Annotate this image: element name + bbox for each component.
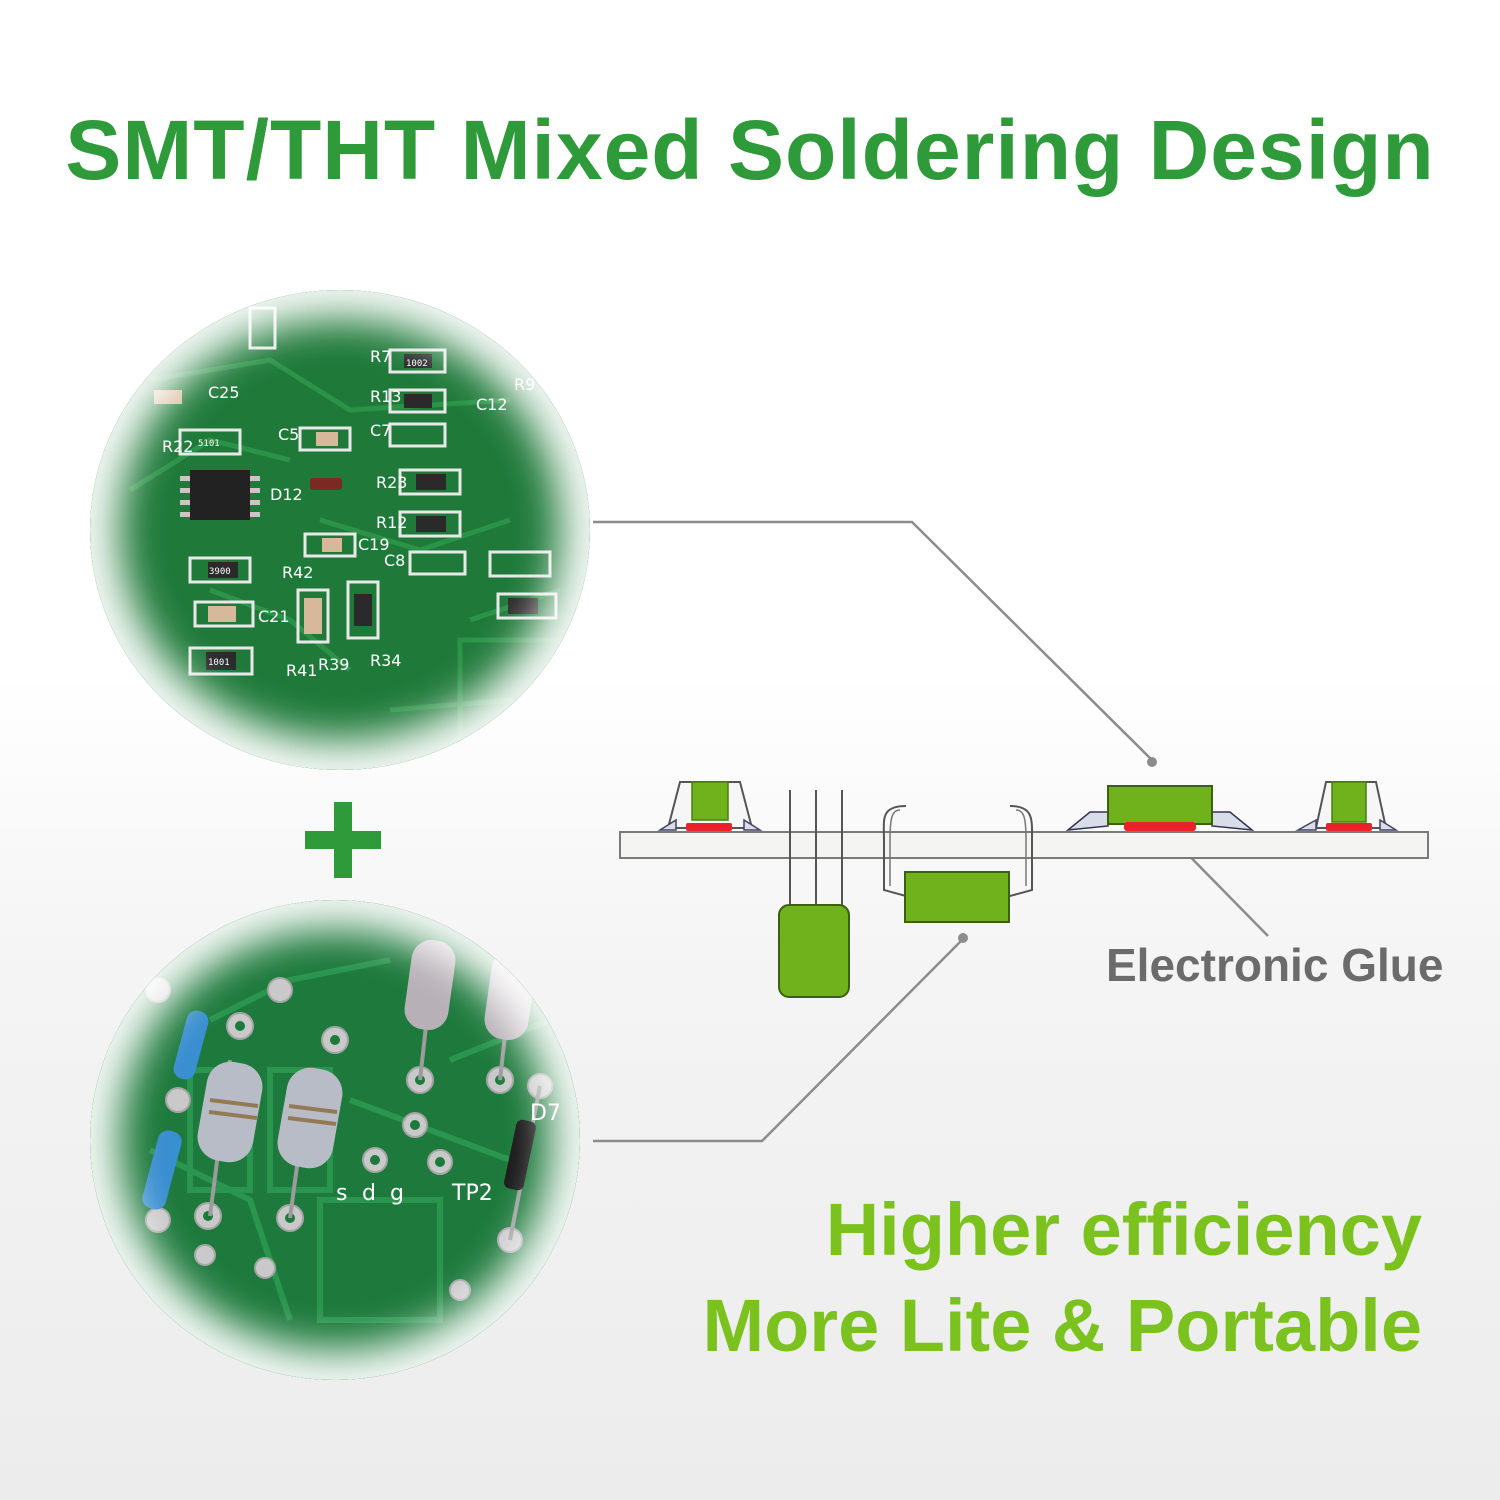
electronic-glue-label: Electronic Glue xyxy=(1106,939,1444,991)
silk-label: C25 xyxy=(208,383,240,402)
silk-label: C7 xyxy=(370,421,391,440)
leader-line-tht xyxy=(593,939,963,1143)
tagline-line-1: Higher efficiency xyxy=(825,1188,1422,1271)
silk-label: C21 xyxy=(258,607,290,626)
part-code: 3900 xyxy=(209,567,231,577)
silk-label: s xyxy=(336,1181,347,1206)
tagline-line-2: More Lite & Portable xyxy=(702,1284,1422,1367)
plus-icon xyxy=(305,802,381,878)
glue-dot xyxy=(686,823,732,831)
glue-dot xyxy=(1326,823,1372,831)
silk-label: R12 xyxy=(376,513,407,532)
silk-label: D12 xyxy=(270,485,303,504)
leader-dot xyxy=(1147,757,1157,767)
silk-label: C19 xyxy=(358,535,390,554)
smd-capacitor-left xyxy=(657,781,763,831)
silk-label: TP2 xyxy=(451,1181,493,1206)
silk-label: R22 xyxy=(162,437,193,456)
glue-dot xyxy=(1124,822,1196,831)
silk-label: d xyxy=(362,1181,376,1206)
silk-label: R41 xyxy=(286,661,317,680)
silk-label: D7 xyxy=(530,1101,561,1126)
silk-label: R34 xyxy=(370,651,401,670)
page-title: SMT/THT Mixed Soldering Design xyxy=(65,103,1435,197)
part-code: 5101 xyxy=(198,439,220,449)
silk-label: R13 xyxy=(370,387,401,406)
silk-label: R39 xyxy=(318,655,349,674)
pcb-board xyxy=(619,831,1429,859)
tht-resistor xyxy=(882,805,1034,923)
part-code: 1002 xyxy=(406,359,428,369)
leader-dot xyxy=(958,933,968,943)
smd-ic-glued xyxy=(1065,785,1255,831)
tht-capacitor xyxy=(778,790,850,998)
silk-label: R23 xyxy=(376,473,407,492)
silk-label: R42 xyxy=(282,563,313,582)
leader-line-smt xyxy=(593,520,1153,761)
tht-pcb-closeup-image: s d g D7 TP2 xyxy=(90,900,580,1380)
ic-chip xyxy=(180,470,260,520)
part-code: 1001 xyxy=(208,658,230,668)
silk-label: C8 xyxy=(384,551,405,570)
silk-label: R9 xyxy=(514,375,535,394)
silk-label: C5 xyxy=(278,425,299,444)
silk-label: C12 xyxy=(476,395,508,414)
silk-label: R7 xyxy=(370,347,391,366)
silk-label: g xyxy=(390,1181,404,1206)
smd-capacitor-right xyxy=(1295,781,1399,831)
tagline: Higher efficiency More Lite & Portable xyxy=(702,1182,1422,1374)
